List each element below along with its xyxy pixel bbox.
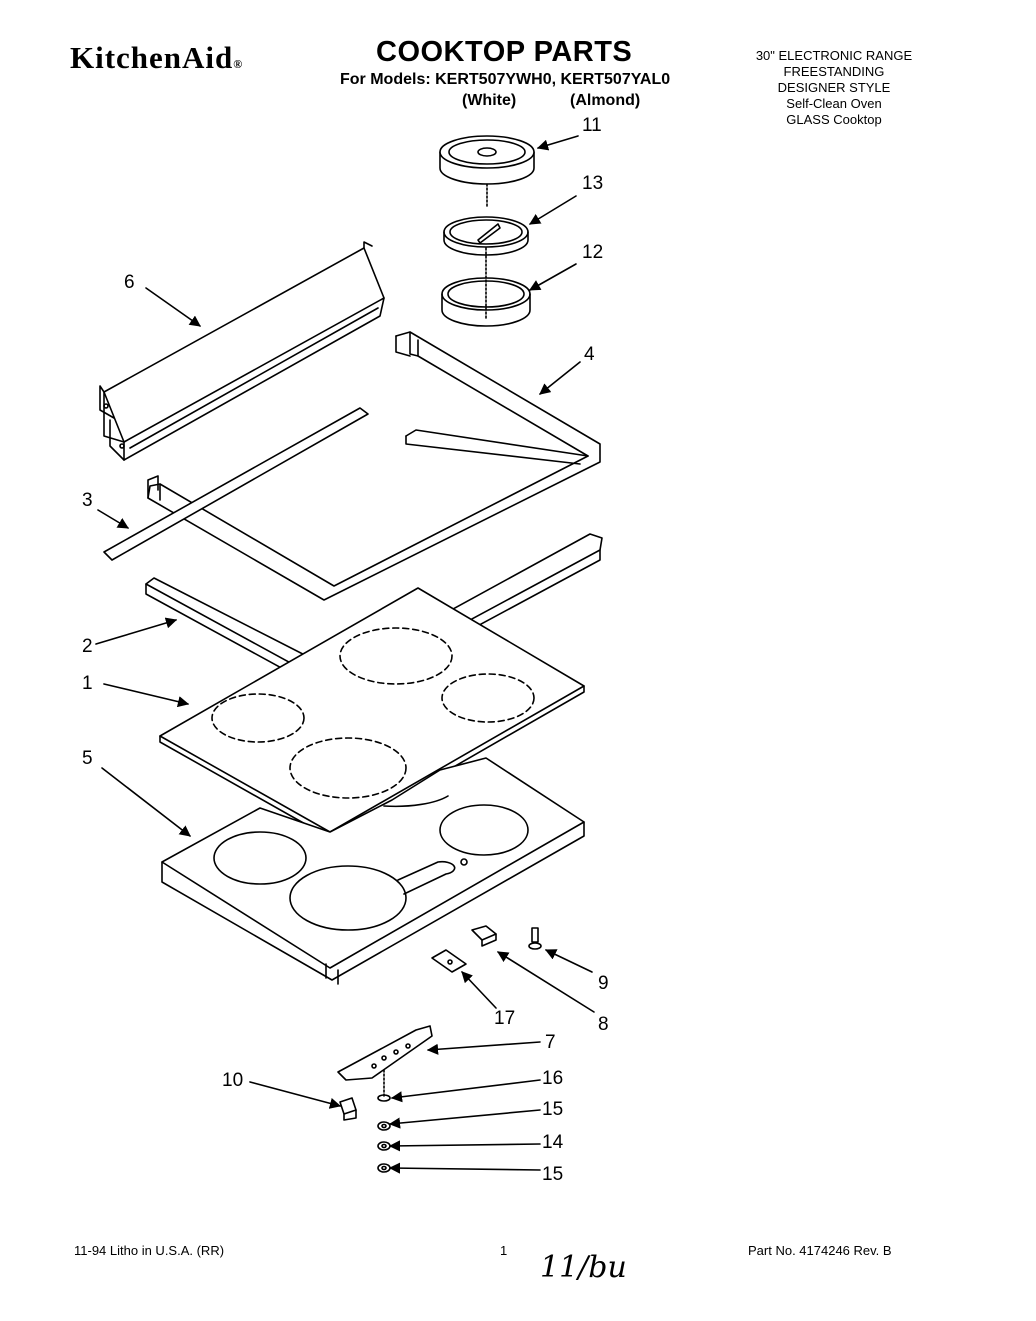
part-11-element-cap <box>439 135 535 207</box>
part-14-washer <box>377 1141 391 1151</box>
callout-10: 10 <box>222 1070 243 1091</box>
page-title: COOKTOP PARTS <box>376 36 633 68</box>
part-3-strip <box>103 407 369 561</box>
part-15-nut-lower <box>377 1163 391 1173</box>
description-line: DESIGNER STYLE <box>777 80 891 95</box>
part-4-frame <box>147 331 601 601</box>
description-line: FREESTANDING <box>783 64 885 79</box>
part-6-rear-trim <box>99 241 385 461</box>
callout-11: 11 <box>582 115 602 136</box>
callout-4: 4 <box>584 344 595 365</box>
callout-16: 16 <box>542 1068 563 1089</box>
callout-6: 6 <box>124 272 135 293</box>
callout-17: 17 <box>494 1008 515 1029</box>
handwritten-note: 11/bu <box>540 1250 627 1285</box>
description-line: 30" ELECTRONIC RANGE <box>755 48 913 63</box>
part-10-terminal <box>339 1097 357 1121</box>
callout-7: 7 <box>545 1032 556 1053</box>
variant-white: (White) <box>462 92 517 109</box>
part-12-trim-ring <box>441 247 531 327</box>
part-8-clip <box>471 925 497 947</box>
part-9-screw <box>528 927 542 950</box>
callout-13: 13 <box>582 173 603 194</box>
part-16-washer <box>377 1094 391 1102</box>
models-line: For Models: KERT507YWH0, KERT507YAL0 <box>340 71 671 88</box>
callout-3: 3 <box>82 490 93 511</box>
part-17-bracket <box>431 949 467 973</box>
callout-12: 12 <box>582 242 603 263</box>
callout-9: 9 <box>598 973 609 994</box>
part-5-burner-box <box>161 757 585 985</box>
footer-litho: 11-94 Litho in U.S.A. (RR) <box>74 1243 225 1258</box>
part-13-ring <box>443 216 529 256</box>
leader-arrows <box>95 135 595 1174</box>
part-7-terminal-bracket <box>337 1025 433 1097</box>
callout-1: 1 <box>82 673 93 694</box>
callout-15-upper: 15 <box>542 1099 563 1120</box>
callout-2: 2 <box>82 636 93 657</box>
variant-almond: (Almond) <box>570 92 641 109</box>
callout-14: 14 <box>542 1132 564 1153</box>
product-description: 30" ELECTRONIC RANGE FREESTANDING DESIGN… <box>736 48 932 128</box>
footer-part-number: Part No. 4174246 Rev. B <box>748 1243 892 1258</box>
description-line: Self-Clean Oven <box>786 96 882 111</box>
brand-logo: KitchenAid® <box>70 40 243 76</box>
callout-5: 5 <box>82 748 93 769</box>
footer-page-number: 1 <box>500 1243 508 1258</box>
callout-8: 8 <box>598 1014 609 1035</box>
description-line: GLASS Cooktop <box>786 112 882 127</box>
callout-15-lower: 15 <box>542 1164 563 1185</box>
brand-text: KitchenAid <box>70 40 234 75</box>
registered-mark: ® <box>233 57 244 71</box>
part-15-nut-upper <box>377 1121 391 1131</box>
